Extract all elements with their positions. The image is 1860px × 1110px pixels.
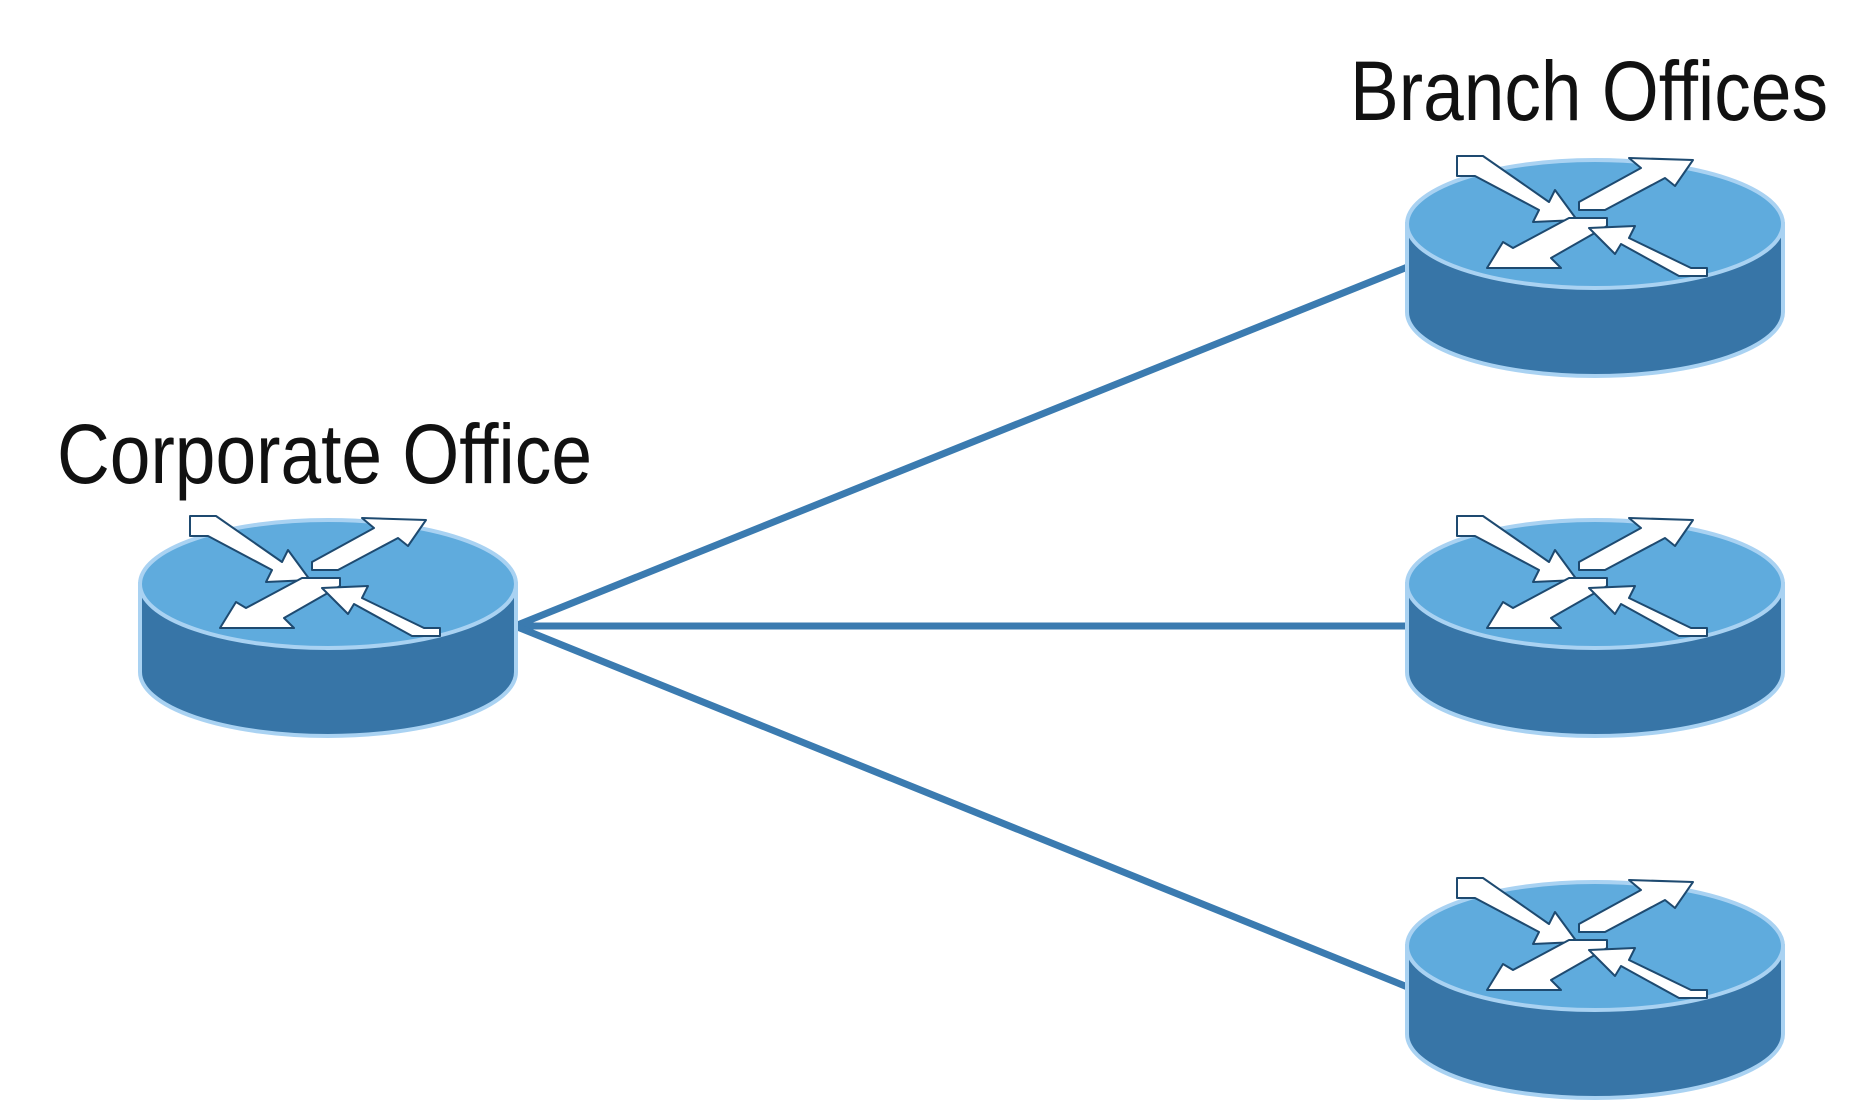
branch-router-1 — [1405, 155, 1785, 378]
link-corporate-branch-3 — [511, 622, 1414, 992]
branch-router-2 — [1405, 515, 1785, 738]
router-icon — [1405, 515, 1785, 738]
router-icon — [1405, 877, 1785, 1100]
branch-offices-label: Branch Offices — [1350, 44, 1828, 138]
corporate-router — [138, 515, 518, 738]
link-corporate-branch-1 — [511, 262, 1414, 630]
router-icon — [1405, 155, 1785, 378]
corporate-office-label: Corporate Office — [57, 407, 592, 501]
branch-router-3 — [1405, 877, 1785, 1100]
router-icon — [138, 515, 518, 738]
links-layer — [511, 262, 1414, 992]
